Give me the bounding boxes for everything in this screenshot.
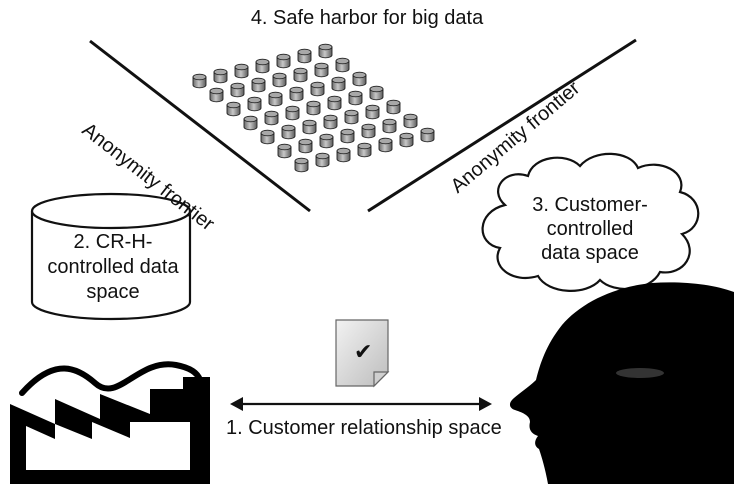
- mini-database-icon: [319, 133, 334, 149]
- mini-database-icon: [268, 91, 283, 107]
- mini-database-icon: [243, 115, 258, 131]
- mini-database-icon: [336, 147, 351, 163]
- mini-database-icon: [315, 152, 330, 168]
- crh-label-line: 2. CR-H-: [73, 231, 153, 253]
- document-check-mark: ✔: [354, 340, 372, 365]
- mini-database-icon: [352, 71, 367, 87]
- mini-database-icon: [361, 123, 376, 139]
- mini-database-icon: [357, 142, 372, 158]
- mini-database-icon: [276, 53, 291, 69]
- database-grid-icon: [192, 43, 435, 173]
- mini-database-icon: [251, 77, 266, 93]
- factory-icon: [10, 361, 210, 484]
- mini-database-icon: [331, 76, 346, 92]
- head-eye: [616, 368, 664, 378]
- mini-database-icon: [386, 99, 401, 115]
- crh-label-line: controlled data: [47, 256, 179, 278]
- mini-database-icon: [297, 48, 312, 64]
- database-cylinder-icon: [30, 192, 192, 321]
- safe-harbor-label: 4. Safe harbor for big data: [250, 7, 484, 29]
- mini-database-icon: [314, 62, 329, 78]
- head-silhouette-icon: [509, 282, 734, 484]
- mini-database-icon: [323, 114, 338, 130]
- mini-database-icon: [213, 68, 228, 84]
- mini-database-icon: [234, 63, 249, 79]
- mini-database-icon: [327, 95, 342, 111]
- mini-database-icon: [335, 57, 350, 73]
- cloud-label-line: controlled: [546, 218, 634, 240]
- mini-database-icon: [302, 119, 317, 135]
- crh-label-line: space: [86, 281, 140, 303]
- mini-database-icon: [277, 143, 292, 159]
- mini-database-icon: [310, 81, 325, 97]
- mini-database-icon: [306, 100, 321, 116]
- mini-database-icon: [230, 82, 245, 98]
- cloud-label-line: 3. Customer-: [532, 194, 648, 216]
- frontier-line-right: [367, 38, 637, 213]
- cloud-icon: [481, 152, 700, 292]
- customer-relationship-space-label: 1. Customer relationship space: [226, 417, 502, 439]
- mini-database-icon: [294, 157, 309, 173]
- mini-database-icon: [247, 96, 262, 112]
- mini-database-icon: [272, 72, 287, 88]
- mini-database-icon: [226, 101, 241, 117]
- crh-controlled-data-space-label: 2. CR-H- controlled data space: [38, 230, 188, 305]
- mini-database-icon: [382, 118, 397, 134]
- mini-database-icon: [369, 85, 384, 101]
- mini-database-icon: [378, 137, 393, 153]
- mini-database-icon: [293, 67, 308, 83]
- mini-database-icon: [281, 124, 296, 140]
- cloud-label-line: data space: [541, 242, 639, 264]
- mini-database-icon: [260, 129, 275, 145]
- mini-database-icon: [255, 58, 270, 74]
- mini-database-icon: [209, 87, 224, 103]
- mini-database-icon: [348, 90, 363, 106]
- document-check-icon: ✔: [335, 319, 390, 388]
- mini-database-icon: [340, 128, 355, 144]
- mini-database-icon: [344, 109, 359, 125]
- mini-database-icon: [192, 73, 207, 89]
- mini-database-icon: [365, 104, 380, 120]
- mini-database-icon: [399, 132, 414, 148]
- double-arrow-icon: [230, 397, 492, 411]
- mini-database-icon: [264, 110, 279, 126]
- mini-database-icon: [318, 43, 333, 59]
- mini-database-icon: [285, 105, 300, 121]
- mini-database-icon: [289, 86, 304, 102]
- mini-database-icon: [403, 113, 418, 129]
- mini-database-icon: [420, 127, 435, 143]
- customer-controlled-data-space-label: 3. Customer- controlled data space: [510, 193, 670, 265]
- mini-database-icon: [298, 138, 313, 154]
- frontier-line-left: [89, 39, 311, 213]
